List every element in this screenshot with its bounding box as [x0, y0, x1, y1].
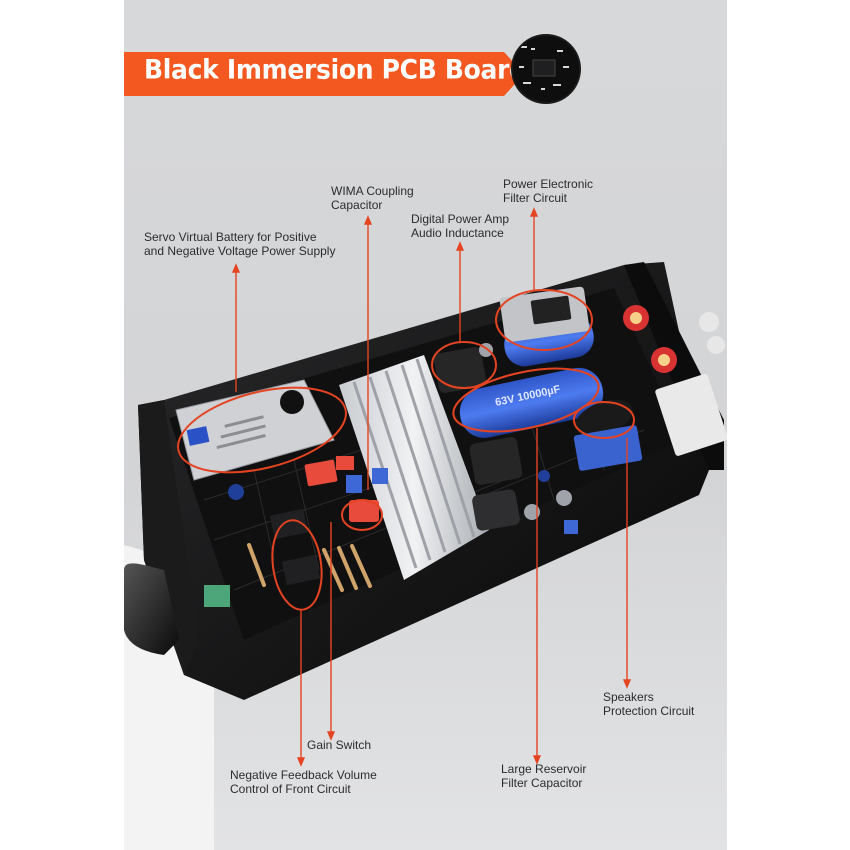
callout-text: Filter Capacitor	[501, 776, 583, 790]
callout-servo-virtual-battery: Servo Virtual Battery for Positive and N…	[144, 230, 335, 258]
callout-text: Protection Circuit	[603, 704, 695, 718]
callout-text: and Negative Voltage Power Supply	[144, 244, 336, 258]
callout-text: Gain Switch	[307, 738, 372, 752]
callout-text: Audio Inductance	[411, 226, 504, 240]
callout-text: Negative Feedback Volume	[230, 768, 377, 782]
product-panel: 63V 10000µF	[124, 0, 727, 850]
callout-digital-amp-inductance: Digital Power Amp Audio Inductance	[411, 212, 509, 240]
callout-text: Capacitor	[331, 198, 383, 212]
callout-gain-switch: Gain Switch	[307, 738, 371, 752]
callout-speaker-protection: Speakers Protection Circuit	[603, 690, 694, 718]
callout-text: WIMA Coupling	[331, 184, 414, 198]
title-banner	[124, 52, 504, 96]
callout-text: Speakers	[603, 690, 654, 704]
callout-text: Filter Circuit	[503, 191, 568, 205]
callout-text: Digital Power Amp	[411, 212, 510, 226]
callout-text: Servo Virtual Battery for Positive	[144, 230, 317, 244]
callout-text: Control of Front Circuit	[230, 782, 351, 796]
pcb-closeup-thumbnail	[513, 36, 579, 102]
callout-power-filter-circuit: Power Electronic Filter Circuit	[503, 177, 593, 205]
page-title: Black Immersion PCB Board	[144, 54, 527, 85]
callout-text: Power Electronic	[503, 177, 594, 191]
callout-wima-capacitor: WIMA Coupling Capacitor	[331, 184, 414, 212]
callout-text: Large Reservoir	[501, 762, 587, 776]
amplifier-pcb-illustration: 63V 10000µF	[124, 207, 727, 850]
callout-reservoir-capacitor: Large Reservoir Filter Capacitor	[501, 762, 586, 790]
callout-negative-feedback-volume: Negative Feedback Volume Control of Fron…	[230, 768, 377, 796]
